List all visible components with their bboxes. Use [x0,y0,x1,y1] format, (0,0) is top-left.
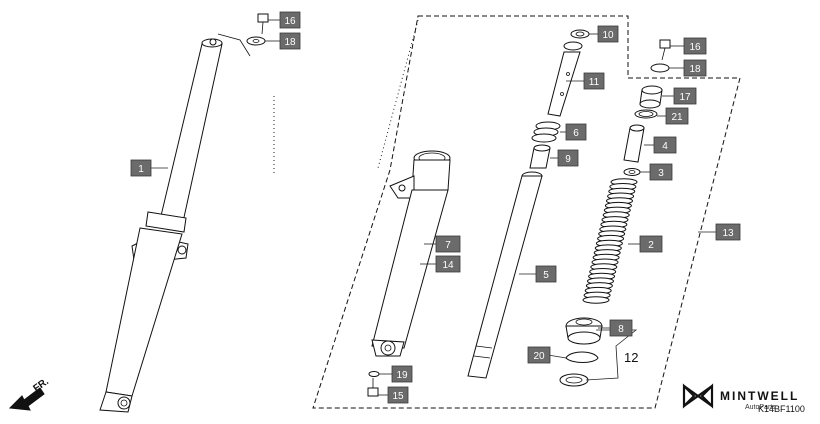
svg-text:9: 9 [565,154,571,165]
svg-text:3: 3 [658,168,664,179]
assembled-fork [99,13,275,413]
brand-logo: MINTWELL AutoParts [682,383,799,411]
group-label-12: 12 [624,350,638,365]
brand-subtitle: AutoParts [745,404,776,411]
callout-16-lower[interactable]: 16 [683,37,707,55]
svg-text:19: 19 [396,370,408,381]
svg-text:5: 5 [543,270,549,281]
svg-text:17: 17 [679,92,691,103]
svg-text:4: 4 [662,141,668,152]
callout-10[interactable]: 10 [597,25,619,43]
damper-rod [529,29,590,169]
svg-text:15: 15 [392,391,404,402]
callout-18-upper[interactable]: 18 [279,32,301,50]
svg-text:16: 16 [284,16,296,27]
callout-9[interactable]: 9 [557,149,579,167]
spring-coil [582,296,610,304]
callout-1[interactable]: 1 [130,159,152,177]
callout-3[interactable]: 3 [649,163,673,181]
callout-15[interactable]: 15 [387,386,409,404]
callout-14[interactable]: 14 [435,255,461,273]
svg-text:1: 1 [138,164,144,175]
brand-mark-icon [682,383,714,409]
svg-text:7: 7 [445,240,451,251]
svg-text:16: 16 [689,42,701,53]
seal-kit: 12 [559,317,638,387]
callout-4[interactable]: 4 [653,136,677,154]
svg-text:13: 13 [722,228,734,239]
outer-tube [367,19,451,397]
callout-8[interactable]: 8 [609,319,633,337]
svg-text:21: 21 [671,112,683,123]
inner-tube [467,171,543,379]
callout-17[interactable]: 17 [673,87,697,105]
callout-16-upper[interactable]: 16 [279,11,301,29]
svg-text:18: 18 [284,37,296,48]
diagram-code: K14BF1100 [758,404,805,414]
spring-column [582,39,671,304]
callout-5[interactable]: 5 [535,265,557,283]
svg-text:11: 11 [589,77,600,88]
callout-11[interactable]: 11 [583,72,605,90]
svg-text:10: 10 [602,30,614,41]
callout-20[interactable]: 20 [527,346,551,364]
svg-text:8: 8 [618,324,624,335]
svg-text:20: 20 [533,351,545,362]
callout-19[interactable]: 19 [391,365,413,383]
front-direction-arrow: FR. [8,376,51,411]
assembly-boundary [312,15,741,409]
callout-7[interactable]: 7 [435,235,461,253]
callout-21[interactable]: 21 [665,107,689,125]
callout-18-lower[interactable]: 18 [683,59,707,77]
svg-text:14: 14 [442,260,454,271]
fork-spring [582,178,638,304]
callout-2[interactable]: 2 [639,235,663,253]
svg-text:6: 6 [573,128,579,139]
brand-name: MINTWELL [720,389,799,403]
callout-6[interactable]: 6 [565,123,587,141]
callout-13[interactable]: 13 [715,223,741,241]
svg-text:2: 2 [648,240,654,251]
svg-text:18: 18 [689,64,701,75]
leader-lines [151,19,716,396]
